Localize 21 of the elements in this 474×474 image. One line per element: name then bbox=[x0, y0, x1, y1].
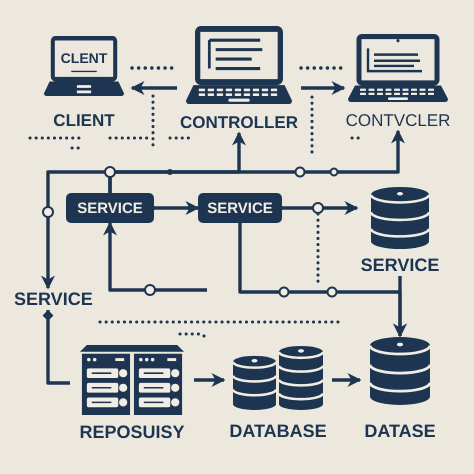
arrow bbox=[103, 222, 207, 292]
connector-line bbox=[42, 310, 70, 385]
arrow bbox=[332, 373, 362, 387]
process-box: SERVICE bbox=[198, 193, 282, 223]
node-label: DATASE bbox=[364, 420, 436, 442]
node-label: SERVICE bbox=[14, 288, 93, 310]
node-label: CONTVCLER bbox=[346, 110, 450, 131]
arrow bbox=[194, 373, 226, 387]
arrow bbox=[282, 201, 358, 215]
process-box: SERVICE bbox=[66, 193, 154, 223]
arrow bbox=[393, 276, 407, 338]
node-label: SERVICE bbox=[360, 254, 440, 276]
arrow bbox=[154, 201, 200, 215]
node-label: DATABASE bbox=[229, 420, 327, 442]
arrow bbox=[41, 170, 112, 290]
screen-text: CLENT bbox=[60, 50, 108, 66]
arrow bbox=[130, 81, 177, 95]
arrow bbox=[301, 81, 346, 95]
node-label: CLIENT bbox=[53, 110, 115, 131]
node-label: CONTROLLER bbox=[180, 112, 298, 133]
node-label: REPOSUISY bbox=[79, 421, 185, 443]
